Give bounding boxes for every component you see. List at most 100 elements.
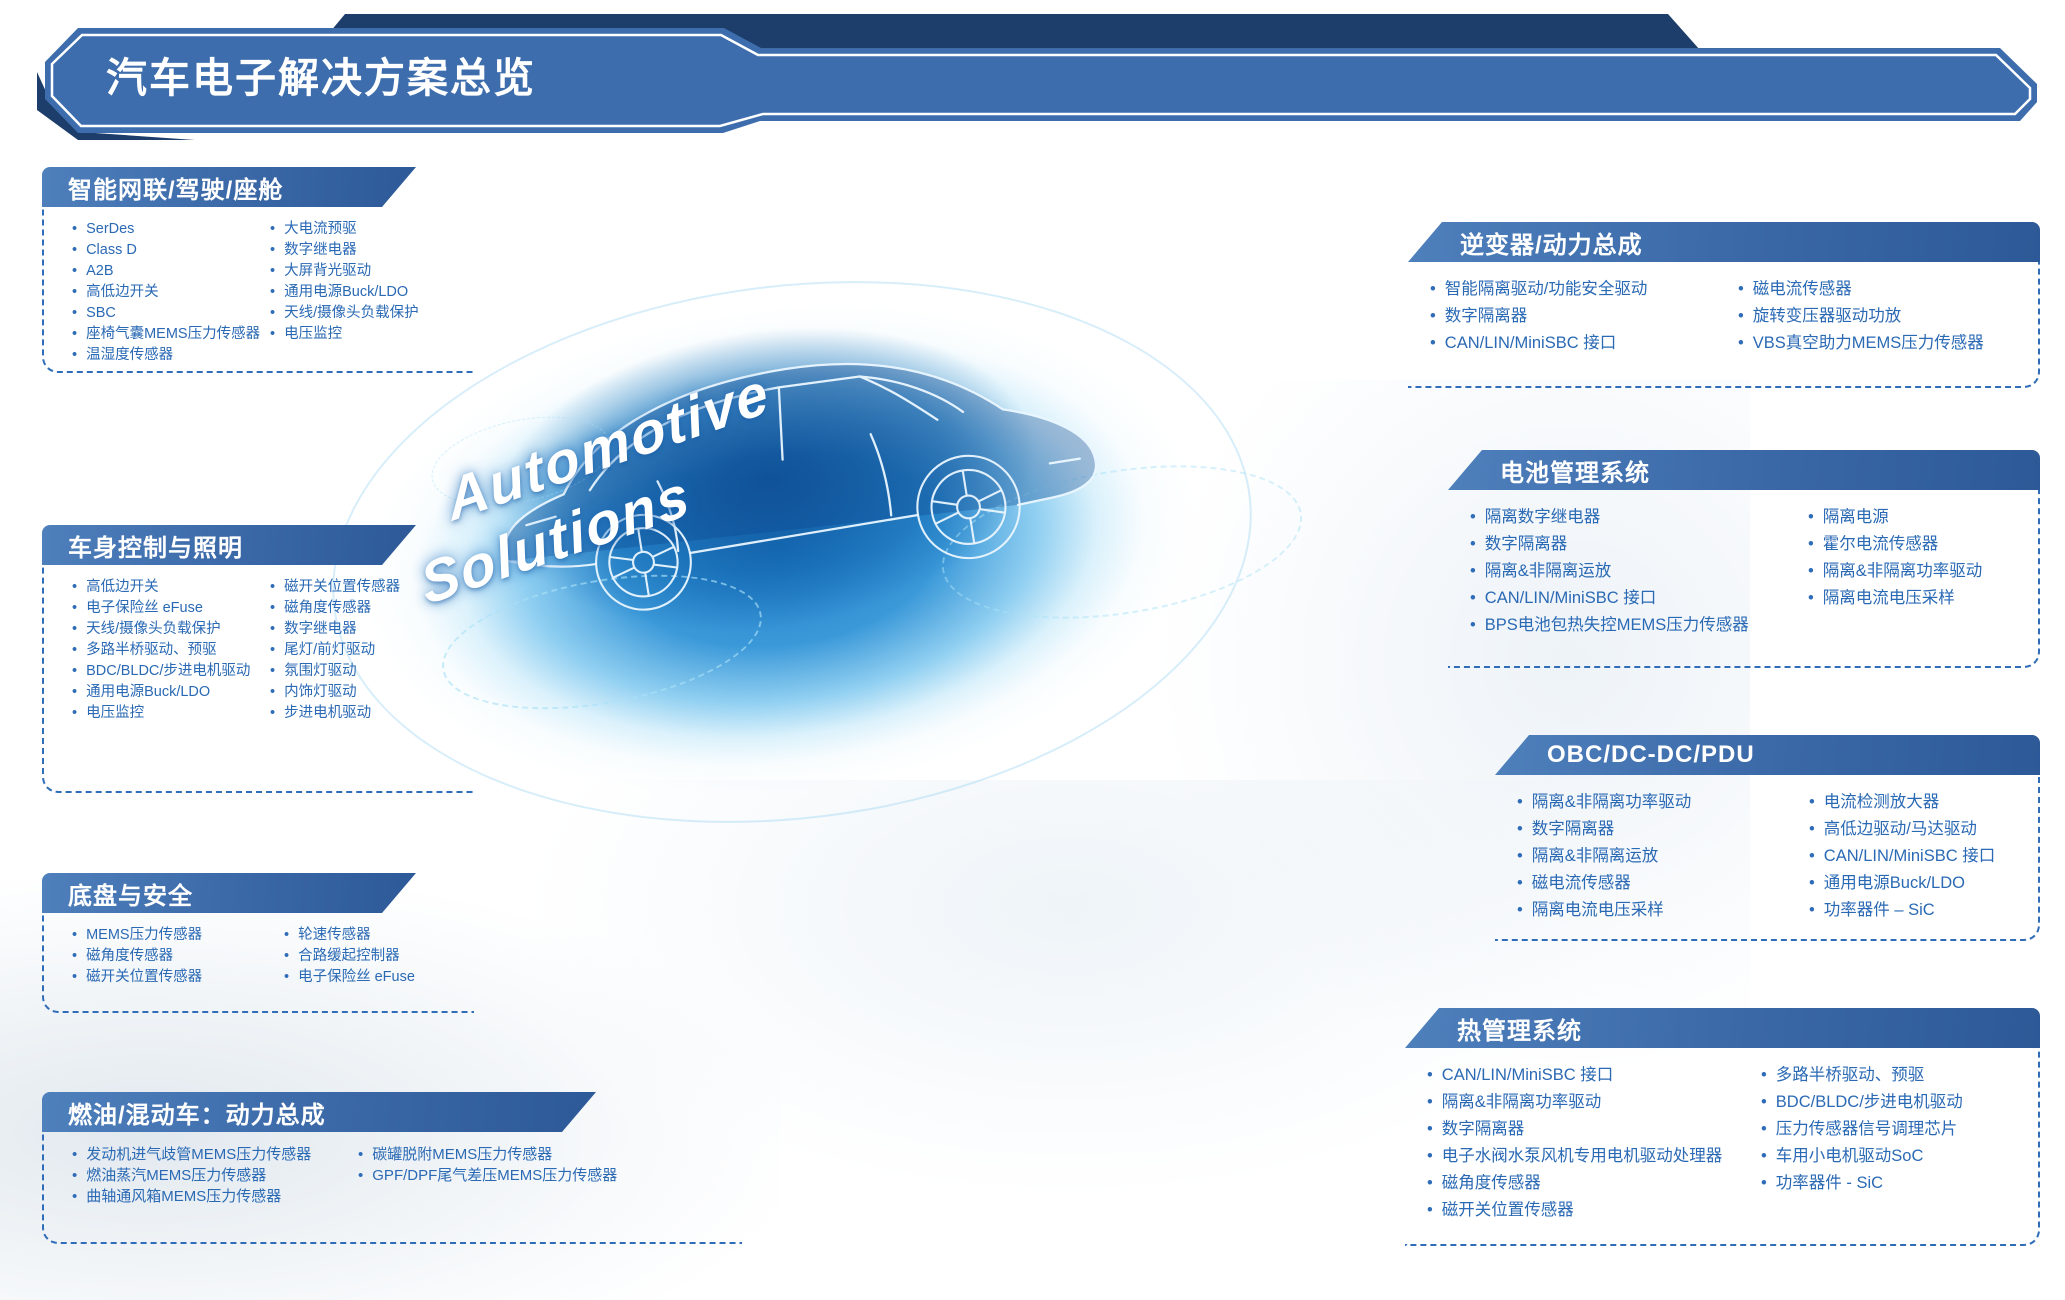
panel-border [1405,1026,2040,1246]
list-item: 通用电源Buck/LDO [72,682,270,703]
list-item: 数字继电器 [270,240,468,261]
list-item: 隔离电源 [1808,504,2034,531]
list-item: 内饰灯驱动 [270,682,468,703]
list-item: 磁角度传感器 [270,598,468,619]
feature-list: 碳罐脱附MEMS压力传感器GPF/DPF尾气差压MEMS压力传感器 [358,1144,736,1186]
panel-title: 燃油/混动车：动力总成 [42,1092,596,1132]
title-banner: 汽车电子解决方案总览 [0,0,2065,150]
list-item: 步进电机驱动 [270,703,468,724]
panel-title: 智能网联/驾驶/座舱 [42,167,416,207]
list-item: 轮速传感器 [284,925,468,946]
list-item: 车用小电机驱动SoC [1761,1143,2034,1170]
list-item: 数字继电器 [270,619,468,640]
list-item: 功率器件 – SiC [1809,897,2034,924]
list-item: 发动机进气歧管MEMS压力传感器 [72,1144,358,1165]
list-item: 大电流预驱 [270,219,468,240]
list-item: 隔离电流电压采样 [1517,897,1809,924]
list-item: CAN/LIN/MiniSBC 接口 [1427,1062,1761,1089]
list-item: 隔离&非隔离运放 [1517,843,1809,870]
list-item: 大屏背光驱动 [270,261,468,282]
list-item: 电子保险丝 eFuse [284,967,468,988]
panel-border [1495,753,2040,941]
list-item: MEMS压力传感器 [72,925,284,946]
list-item: 隔离&非隔离功率驱动 [1517,789,1809,816]
panel-border [42,891,474,1013]
feature-list: 高低边开关电子保险丝 eFuse天线/摄像头负载保护多路半桥驱动、预驱BDC/B… [72,577,270,724]
list-item: 隔离&非隔离功率驱动 [1427,1089,1761,1116]
list-item: 磁电流传感器 [1517,870,1809,897]
feature-list: 隔离数字继电器数字隔离器隔离&非隔离运放CAN/LIN/MiniSBC 接口BP… [1470,504,1808,639]
feature-list: 轮速传感器合路缓起控制器电子保险丝 eFuse [284,925,468,988]
list-item: 功率器件 - SiC [1761,1170,2034,1197]
list-item: 磁开关位置传感器 [270,577,468,598]
list-item: 座椅气囊MEMS压力传感器 [72,324,270,345]
panel-border [1408,240,2040,388]
list-item: 通用电源Buck/LDO [1809,870,2034,897]
list-item: A2B [72,261,270,282]
feature-list: 多路半桥驱动、预驱BDC/BLDC/步进电机驱动压力传感器信号调理芯片车用小电机… [1761,1062,2034,1197]
feature-list: MEMS压力传感器磁角度传感器磁开关位置传感器 [72,925,284,988]
panel-border [1448,468,2040,668]
list-item: 霍尔电流传感器 [1808,531,2034,558]
panel-inverter-powertrain: 逆变器/动力总成 智能隔离驱动/功能安全驱动数字隔离器CAN/LIN/MiniS… [1408,222,2040,388]
panel-battery-management: 电池管理系统 隔离数字继电器数字隔离器隔离&非隔离运放CAN/LIN/MiniS… [1448,450,2040,668]
list-item: 高低边开关 [72,282,270,303]
panel-smart-cockpit: 智能网联/驾驶/座舱 SerDesClass DA2B高低边开关SBC座椅气囊M… [42,167,474,373]
list-item: 隔离数字继电器 [1470,504,1808,531]
panel-title: 车身控制与照明 [42,525,416,565]
list-item: 电子保险丝 eFuse [72,598,270,619]
list-item: 旋转变压器驱动功放 [1738,303,2034,330]
list-item: SerDes [72,219,270,240]
feature-list: 磁电流传感器旋转变压器驱动功放VBS真空助力MEMS压力传感器 [1738,276,2034,357]
list-item: VBS真空助力MEMS压力传感器 [1738,330,2034,357]
feature-list: SerDesClass DA2B高低边开关SBC座椅气囊MEMS压力传感器温湿度… [72,219,270,366]
panel-border [42,185,474,373]
list-item: 天线/摄像头负载保护 [72,619,270,640]
list-item: SBC [72,303,270,324]
list-item: 天线/摄像头负载保护 [270,303,468,324]
list-item: 磁开关位置传感器 [72,967,284,988]
list-item: CAN/LIN/MiniSBC 接口 [1470,585,1808,612]
list-item: 智能隔离驱动/功能安全驱动 [1430,276,1738,303]
wireframe-car-illustration [503,362,1098,611]
list-item: GPF/DPF尾气差压MEMS压力传感器 [358,1165,736,1186]
list-item: 合路缓起控制器 [284,946,468,967]
panel-border [42,1110,742,1244]
page-title: 汽车电子解决方案总览 [106,55,536,101]
feature-list: 隔离&非隔离功率驱动数字隔离器隔离&非隔离运放磁电流传感器隔离电流电压采样 [1517,789,1809,924]
title-banner-shape [37,14,2037,140]
list-item: 高低边开关 [72,577,270,598]
list-item: BPS电池包热失控MEMS压力传感器 [1470,612,1808,639]
list-item: BDC/BLDC/步进电机驱动 [1761,1089,2034,1116]
list-item: 电流检测放大器 [1809,789,2034,816]
panel-title: 电池管理系统 [1448,450,2040,490]
list-item: CAN/LIN/MiniSBC 接口 [1430,330,1738,357]
list-item: BDC/BLDC/步进电机驱动 [72,661,270,682]
feature-list: 大电流预驱数字继电器大屏背光驱动通用电源Buck/LDO天线/摄像头负载保护电压… [270,219,468,345]
list-item: 磁角度传感器 [1427,1170,1761,1197]
panel-obc-dcdc-pdu: OBC/DC-DC/PDU 隔离&非隔离功率驱动数字隔离器隔离&非隔离运放磁电流… [1495,735,2040,941]
list-item: 电压监控 [72,703,270,724]
list-item: 碳罐脱附MEMS压力传感器 [358,1144,736,1165]
list-item: Class D [72,240,270,261]
list-item: 尾灯/前灯驱动 [270,640,468,661]
list-item: CAN/LIN/MiniSBC 接口 [1809,843,2034,870]
list-item: 数字隔离器 [1430,303,1738,330]
list-item: 隔离&非隔离运放 [1470,558,1808,585]
panel-title: 热管理系统 [1405,1008,2040,1048]
list-item: 压力传感器信号调理芯片 [1761,1116,2034,1143]
list-item: 曲轴通风箱MEMS压力传感器 [72,1186,358,1207]
panel-title: OBC/DC-DC/PDU [1495,735,2040,775]
list-item: 数字隔离器 [1470,531,1808,558]
list-item: 燃油蒸汽MEMS压力传感器 [72,1165,358,1186]
list-item: 氛围灯驱动 [270,661,468,682]
feature-list: 磁开关位置传感器磁角度传感器数字继电器尾灯/前灯驱动氛围灯驱动内饰灯驱动步进电机… [270,577,468,724]
feature-list: 发动机进气歧管MEMS压力传感器燃油蒸汽MEMS压力传感器曲轴通风箱MEMS压力… [72,1144,358,1207]
list-item: 温湿度传感器 [72,345,270,366]
feature-list: 智能隔离驱动/功能安全驱动数字隔离器CAN/LIN/MiniSBC 接口 [1430,276,1738,357]
list-item: 电压监控 [270,324,468,345]
panel-body-control-lighting: 车身控制与照明 高低边开关电子保险丝 eFuse天线/摄像头负载保护多路半桥驱动… [42,525,474,793]
feature-list: 隔离电源霍尔电流传感器隔离&非隔离功率驱动隔离电流电压采样 [1808,504,2034,612]
feature-list: CAN/LIN/MiniSBC 接口隔离&非隔离功率驱动数字隔离器电子水阀水泵风… [1427,1062,1761,1224]
list-item: 高低边驱动/马达驱动 [1809,816,2034,843]
